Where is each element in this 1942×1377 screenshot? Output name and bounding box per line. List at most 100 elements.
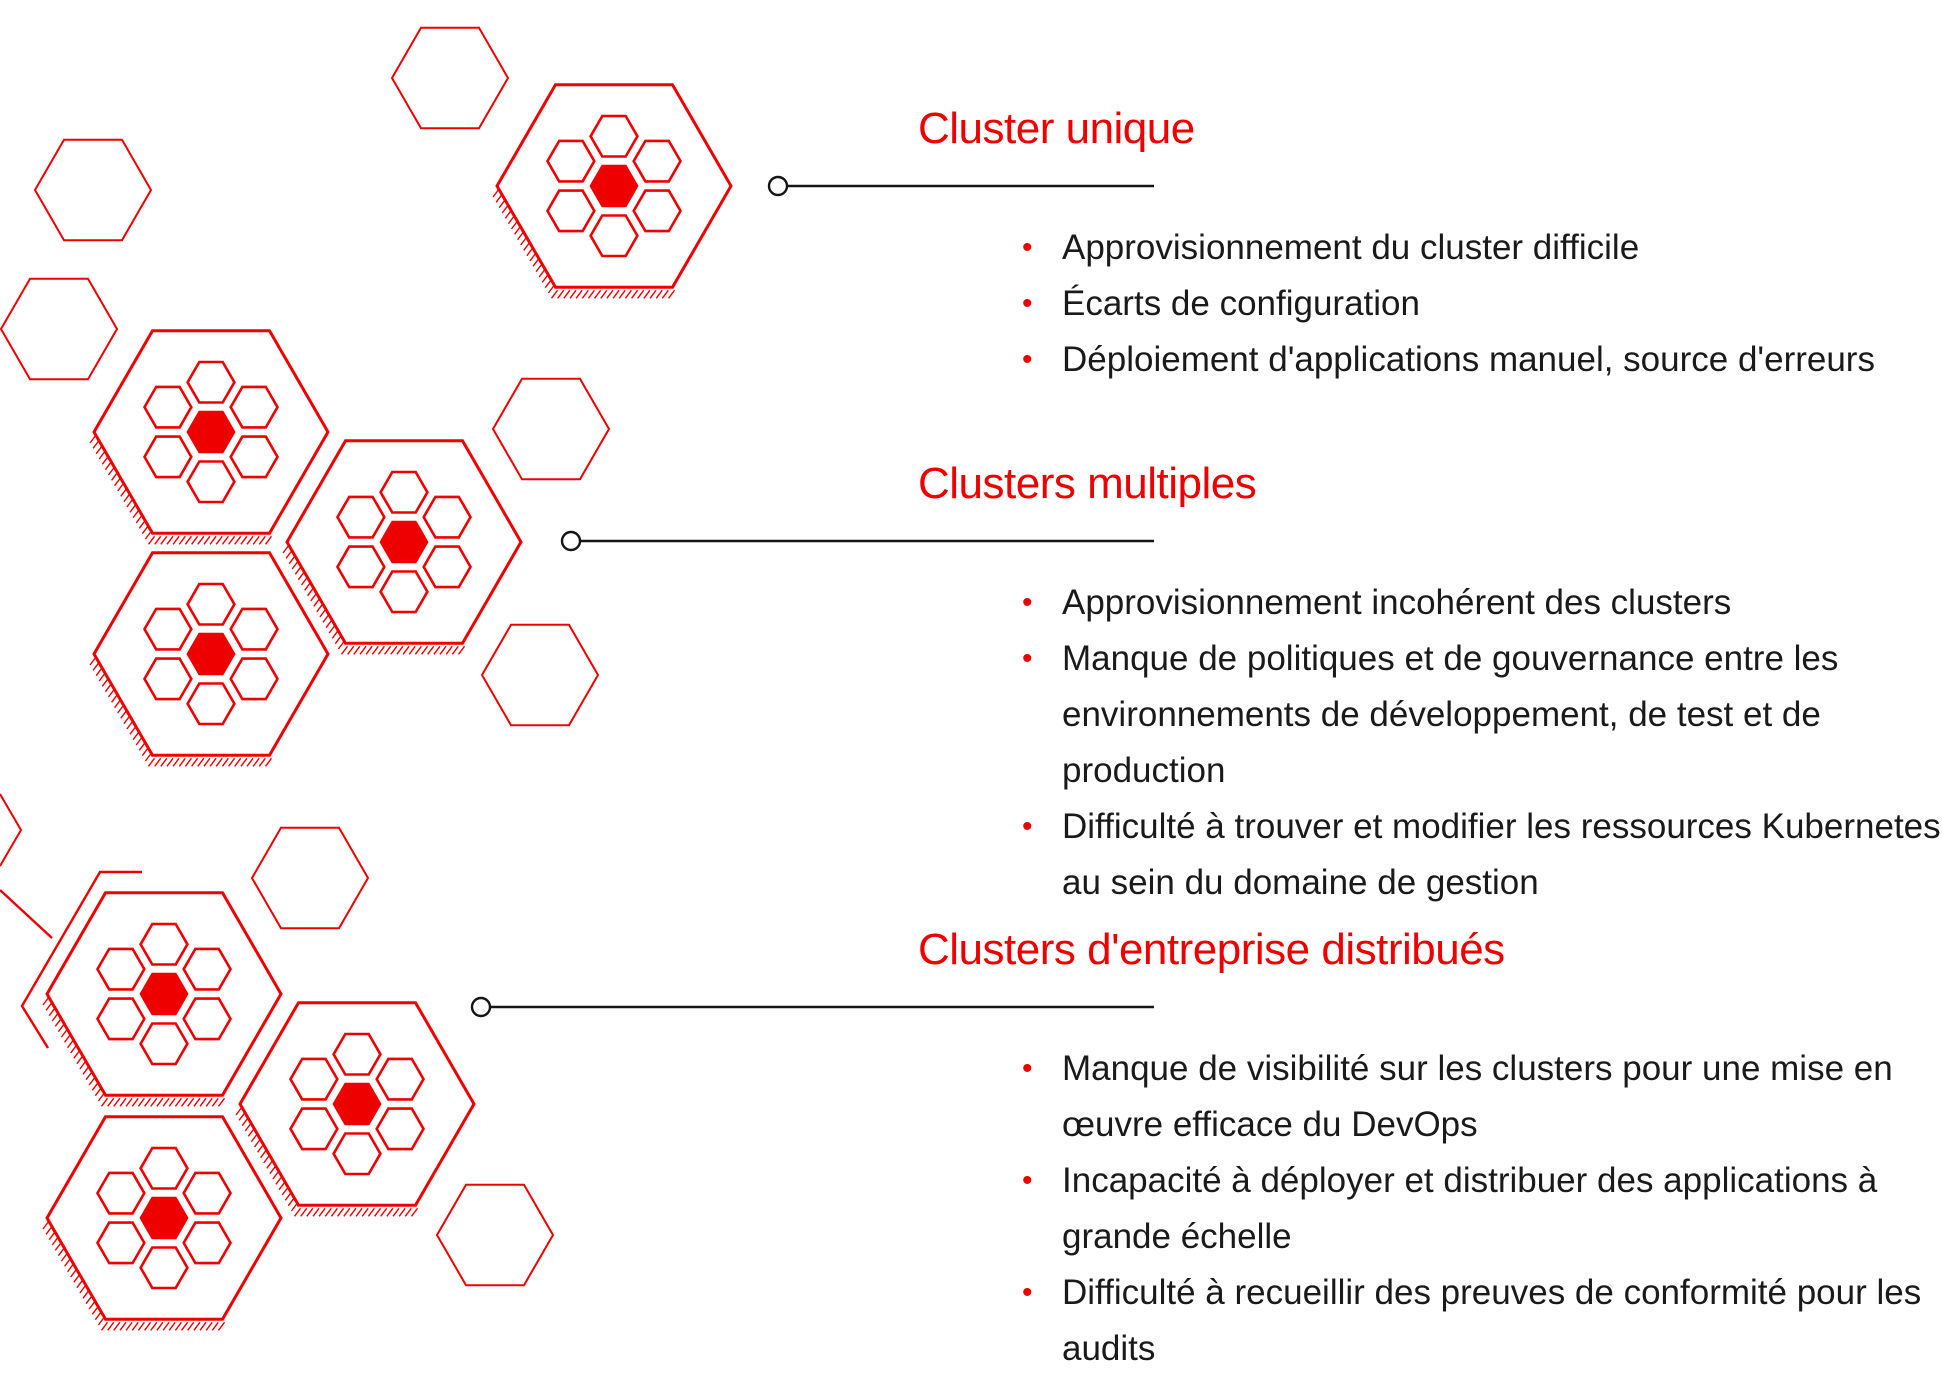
node-hexagon-icon (379, 570, 429, 614)
node-hexagon-icon (545, 189, 596, 233)
decorative-hexagon-icon (0, 277, 119, 381)
active-node-icon (139, 1196, 189, 1240)
bullet-icon: • (1022, 231, 1033, 264)
list-item-text: Manque de visibilité sur les clusters po… (1062, 1049, 1893, 1144)
active-node-icon (186, 410, 236, 454)
node-hexagon-icon (142, 657, 193, 701)
node-hexagon-icon (229, 385, 280, 429)
node-hexagon-icon (288, 1057, 339, 1101)
bullet-icon: • (1022, 586, 1033, 619)
node-hexagon-icon (632, 189, 683, 233)
bullet-list: • Approvisionnement incohérent des cluste… (1022, 575, 1942, 911)
node-hexagon-icon (332, 1132, 382, 1176)
node-hexagon-icon (375, 1057, 426, 1101)
node-hexagon-icon (335, 545, 386, 589)
section-title: Clusters multiples (918, 459, 1257, 508)
frame-outline (20, 870, 142, 1049)
connector-node-icon (560, 530, 582, 552)
list-item-text: Approvisionnement incohérent des cluster… (1062, 583, 1732, 622)
list-item: • Incapacité à déployer et distribuer des… (1022, 1153, 1942, 1265)
node-hexagon-icon (95, 997, 146, 1041)
bullet-icon: • (1022, 1164, 1033, 1197)
decorative-hexagon-icon (390, 26, 510, 130)
list-item: • Manque de politiques et de gouvernance … (1022, 631, 1942, 799)
bullet-icon: • (1022, 1276, 1033, 1309)
active-node-icon (379, 520, 429, 564)
hatch-shadow (492, 188, 676, 299)
active-node-icon (186, 632, 236, 676)
list-item-text: Difficulté à trouver et modifier les res… (1062, 807, 1941, 902)
node-hexagon-icon (139, 1022, 189, 1066)
node-hexagon-icon (182, 1221, 233, 1265)
decorative-hexagon-icon (435, 1183, 555, 1287)
node-hexagon-icon (182, 1171, 233, 1215)
active-node-icon (589, 164, 639, 208)
bullet-icon: • (1022, 810, 1033, 843)
node-hexagon-icon (142, 385, 193, 429)
connector-node-icon (767, 175, 789, 197)
node-hexagon-icon (95, 1221, 146, 1265)
node-hexagon-icon (589, 214, 639, 258)
node-hexagon-icon (142, 607, 193, 651)
node-hexagon-icon (229, 657, 280, 701)
list-item: • Déploiement d'applications manuel, sour… (1022, 332, 1942, 388)
bullet-icon: • (1022, 642, 1033, 675)
hatch-shadow (282, 544, 466, 655)
decorative-hexagon-icon (480, 623, 600, 727)
decorative-hexagon-icon (491, 377, 611, 481)
node-hexagon-icon (589, 114, 639, 158)
list-item-text: Déploiement d'applications manuel, sourc… (1062, 340, 1875, 379)
active-node-icon (332, 1082, 382, 1126)
decorative-hexagon-icon (250, 826, 370, 930)
node-hexagon-icon (379, 470, 429, 514)
list-item-text: Approvisionnement du cluster difficile (1062, 228, 1640, 267)
hatch-shadow (235, 1106, 419, 1217)
section-title: Clusters d'entreprise distribués (918, 925, 1505, 974)
node-hexagon-icon (139, 922, 189, 966)
connector-node-icon (470, 996, 492, 1018)
hatch-shadow (42, 1220, 226, 1331)
node-hexagon-icon (422, 545, 473, 589)
node-hexagon-icon (182, 947, 233, 991)
decorative-hexagon-icon (33, 138, 153, 242)
node-hexagon-icon (229, 607, 280, 651)
frame-outline (0, 889, 53, 939)
list-item: • Manque de visibilité sur les clusters p… (1022, 1041, 1942, 1153)
hatch-shadow (89, 656, 273, 767)
node-hexagon-icon (229, 435, 280, 479)
list-item: • Difficulté à recueillir des preuves de … (1022, 1265, 1942, 1377)
bullet-list: •Approvisionnement du cluster difficile … (1022, 220, 1942, 388)
node-hexagon-icon (182, 997, 233, 1041)
node-hexagon-icon (422, 495, 473, 539)
section-title: Cluster unique (918, 104, 1195, 153)
decorative-hexagon-icon (0, 793, 23, 867)
node-hexagon-icon (632, 139, 683, 183)
list-item-text: Écarts de configuration (1062, 284, 1420, 323)
hatch-shadow (42, 996, 226, 1107)
list-item: • Difficulté à trouver et modifier les re… (1022, 799, 1942, 911)
node-hexagon-icon (142, 435, 193, 479)
node-hexagon-icon (288, 1107, 339, 1151)
node-hexagon-icon (332, 1032, 382, 1076)
node-hexagon-icon (95, 1171, 146, 1215)
list-item: • Approvisionnement du cluster difficile (1022, 220, 1942, 276)
node-hexagon-icon (95, 947, 146, 991)
hatch-shadow (89, 434, 273, 545)
node-hexagon-icon (186, 360, 236, 404)
bullet-icon: • (1022, 1052, 1033, 1085)
bullet-icon: • (1022, 343, 1033, 376)
node-hexagon-icon (139, 1146, 189, 1190)
node-hexagon-icon (186, 582, 236, 626)
node-hexagon-icon (139, 1246, 189, 1290)
list-item-text: Difficulté à recueillir des preuves de c… (1062, 1273, 1922, 1368)
list-item-text: Incapacité à déployer et distribuer des … (1062, 1161, 1878, 1256)
list-item: • Approvisionnement incohérent des cluste… (1022, 575, 1942, 631)
node-hexagon-icon (335, 495, 386, 539)
node-hexagon-icon (186, 460, 236, 504)
node-hexagon-icon (375, 1107, 426, 1151)
bullet-icon: • (1022, 287, 1033, 320)
node-hexagon-icon (545, 139, 596, 183)
list-item-text: Manque de politiques et de gouvernance e… (1062, 639, 1839, 790)
bullet-list: • Manque de visibilité sur les clusters p… (1022, 1041, 1942, 1377)
